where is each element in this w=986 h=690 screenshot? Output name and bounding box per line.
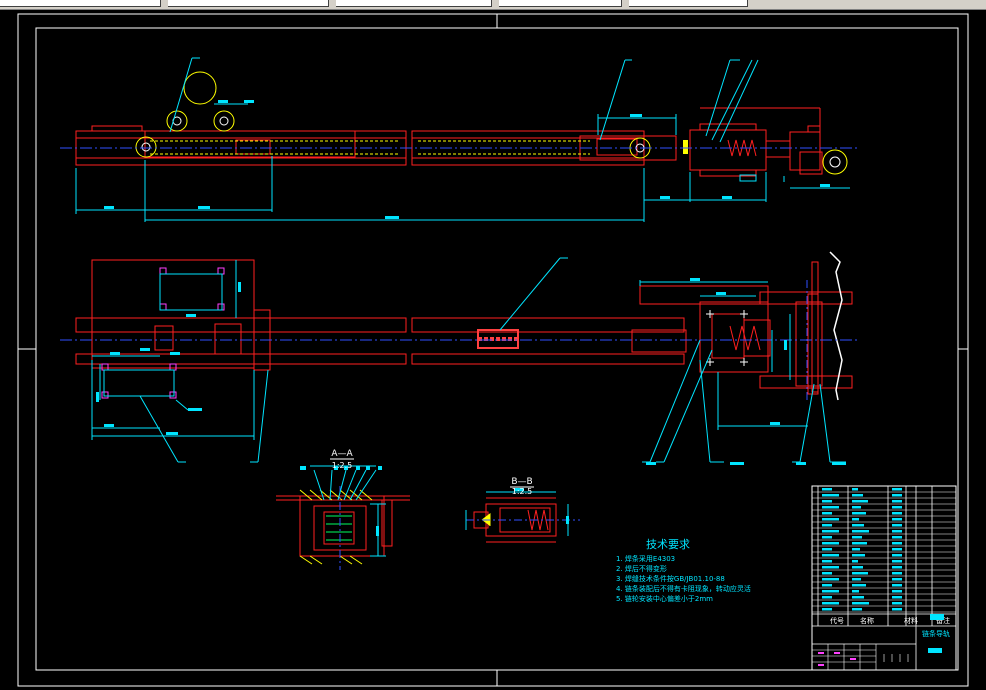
bom-row-mark xyxy=(822,530,839,533)
section-b-b: B—B 1:2.5 xyxy=(465,477,580,543)
bom-row-mark xyxy=(822,524,832,527)
bom-row-mark xyxy=(892,494,902,497)
col-code: 代号 xyxy=(830,616,844,625)
bom-row-mark xyxy=(822,572,832,575)
bom-row-mark xyxy=(852,512,866,515)
bom-row-mark xyxy=(822,602,839,605)
toolbar-segment[interactable] xyxy=(629,0,748,7)
bom-row-mark xyxy=(892,602,902,605)
cad-drawing-canvas[interactable]: A—A 1:2.5 B—B 1:2.5 技术要求 1. 焊条采用E4303 2.… xyxy=(0,9,986,690)
bom-row-mark xyxy=(822,500,832,503)
bom-row-mark xyxy=(892,536,902,539)
bom-row-mark xyxy=(822,488,832,491)
title-block: 代号 名称 材料 备注 链条导轨 xyxy=(811,485,957,671)
tech-req-item-3: 3. 焊缝技术条件按GB/JB01.10-88 xyxy=(616,574,725,583)
bom-row-mark xyxy=(852,500,868,503)
drawing-name: 链条导轨 xyxy=(922,629,950,638)
bom-row-mark xyxy=(892,518,902,521)
col-remark: 备注 xyxy=(936,616,950,625)
bom-row-mark xyxy=(822,518,839,521)
bom-row-mark xyxy=(852,554,865,557)
sheet-outer-border xyxy=(17,13,969,687)
bom-row-mark xyxy=(892,560,902,563)
bom-row-mark xyxy=(852,524,864,527)
bom-row-mark xyxy=(892,578,902,581)
section-a-a-title: A—A xyxy=(331,449,353,459)
bom-row-mark xyxy=(822,542,839,545)
bom-row-mark xyxy=(892,506,902,509)
bom-row-mark xyxy=(852,584,866,587)
bom-row-mark xyxy=(892,590,902,593)
bom-row-mark xyxy=(852,548,860,551)
bom-row-mark xyxy=(892,608,902,611)
bom-row-mark xyxy=(852,494,863,497)
section-a-a: A—A 1:2.5 xyxy=(276,449,410,570)
bom-row-mark xyxy=(822,494,839,497)
bom-row-mark xyxy=(852,560,858,563)
col-material: 材料 xyxy=(904,616,918,625)
bom-row-mark xyxy=(852,536,862,539)
bom-row-mark xyxy=(892,566,902,569)
bom-row-mark xyxy=(822,548,832,551)
bom-row-mark xyxy=(852,590,859,593)
bom-row-mark xyxy=(892,548,902,551)
bom-row-mark xyxy=(822,578,839,581)
bom-row-mark xyxy=(852,566,863,569)
bom-row-mark xyxy=(892,542,902,545)
bom-row-mark xyxy=(852,518,859,521)
tech-req-item-2: 2. 焊后不得变形 xyxy=(616,564,667,573)
bom-row-mark xyxy=(822,608,832,611)
bom-row-mark xyxy=(892,524,902,527)
bom-row-mark xyxy=(852,530,869,533)
bom-row-mark xyxy=(822,506,839,509)
section-a-a-scale: 1:2.5 xyxy=(332,461,353,470)
bom-row-mark xyxy=(822,512,832,515)
bom-row-mark xyxy=(822,584,832,587)
centering-marks xyxy=(18,14,968,686)
bom-row-mark xyxy=(852,602,869,605)
bom-row-mark xyxy=(892,584,902,587)
bom-row-mark xyxy=(852,542,867,545)
bom-row-mark xyxy=(852,488,858,491)
bom-row-mark xyxy=(822,590,839,593)
col-name: 名称 xyxy=(860,616,874,625)
bom-row-mark xyxy=(822,560,832,563)
toolbar-segment[interactable] xyxy=(168,0,329,7)
front-view xyxy=(60,57,860,222)
parts-list-border xyxy=(811,485,957,671)
bom-row-mark xyxy=(892,596,902,599)
tech-req-item-5: 5. 链轮安装中心偏差小于2mm xyxy=(616,594,713,603)
bom-row-mark xyxy=(892,488,902,491)
window-toolbar-strip xyxy=(0,0,986,10)
technical-requirements: 技术要求 1. 焊条采用E4303 2. 焊后不得变形 3. 焊缝技术条件按GB… xyxy=(616,538,751,603)
section-b-b-scale: 1:2.5 xyxy=(512,487,533,496)
bom-row-mark xyxy=(892,554,902,557)
bom-row-mark xyxy=(822,566,839,569)
section-b-b-title: B—B xyxy=(511,477,532,487)
bom-row-mark xyxy=(822,596,832,599)
bom-row-mark xyxy=(822,554,839,557)
bom-row-mark xyxy=(892,530,902,533)
bom-row-mark xyxy=(892,512,902,515)
toolbar-segment[interactable] xyxy=(499,0,622,7)
tech-req-item-1: 1. 焊条采用E4303 xyxy=(616,554,675,563)
bom-row-mark xyxy=(852,506,861,509)
bom-row-mark xyxy=(852,608,862,611)
toolbar-segment[interactable] xyxy=(336,0,492,7)
bom-row-mark xyxy=(892,500,902,503)
tech-req-heading: 技术要求 xyxy=(646,538,690,551)
tech-req-item-4: 4. 链条装配后不得有卡阻现象，转动应灵活 xyxy=(616,584,751,593)
bom-row-mark xyxy=(852,596,864,599)
bom-row-mark xyxy=(822,536,832,539)
bom-row-mark xyxy=(852,578,861,581)
toolbar-segment[interactable] xyxy=(0,0,161,7)
bom-row-mark xyxy=(892,572,902,575)
bom-row-mark xyxy=(852,572,868,575)
plan-view xyxy=(60,251,860,465)
